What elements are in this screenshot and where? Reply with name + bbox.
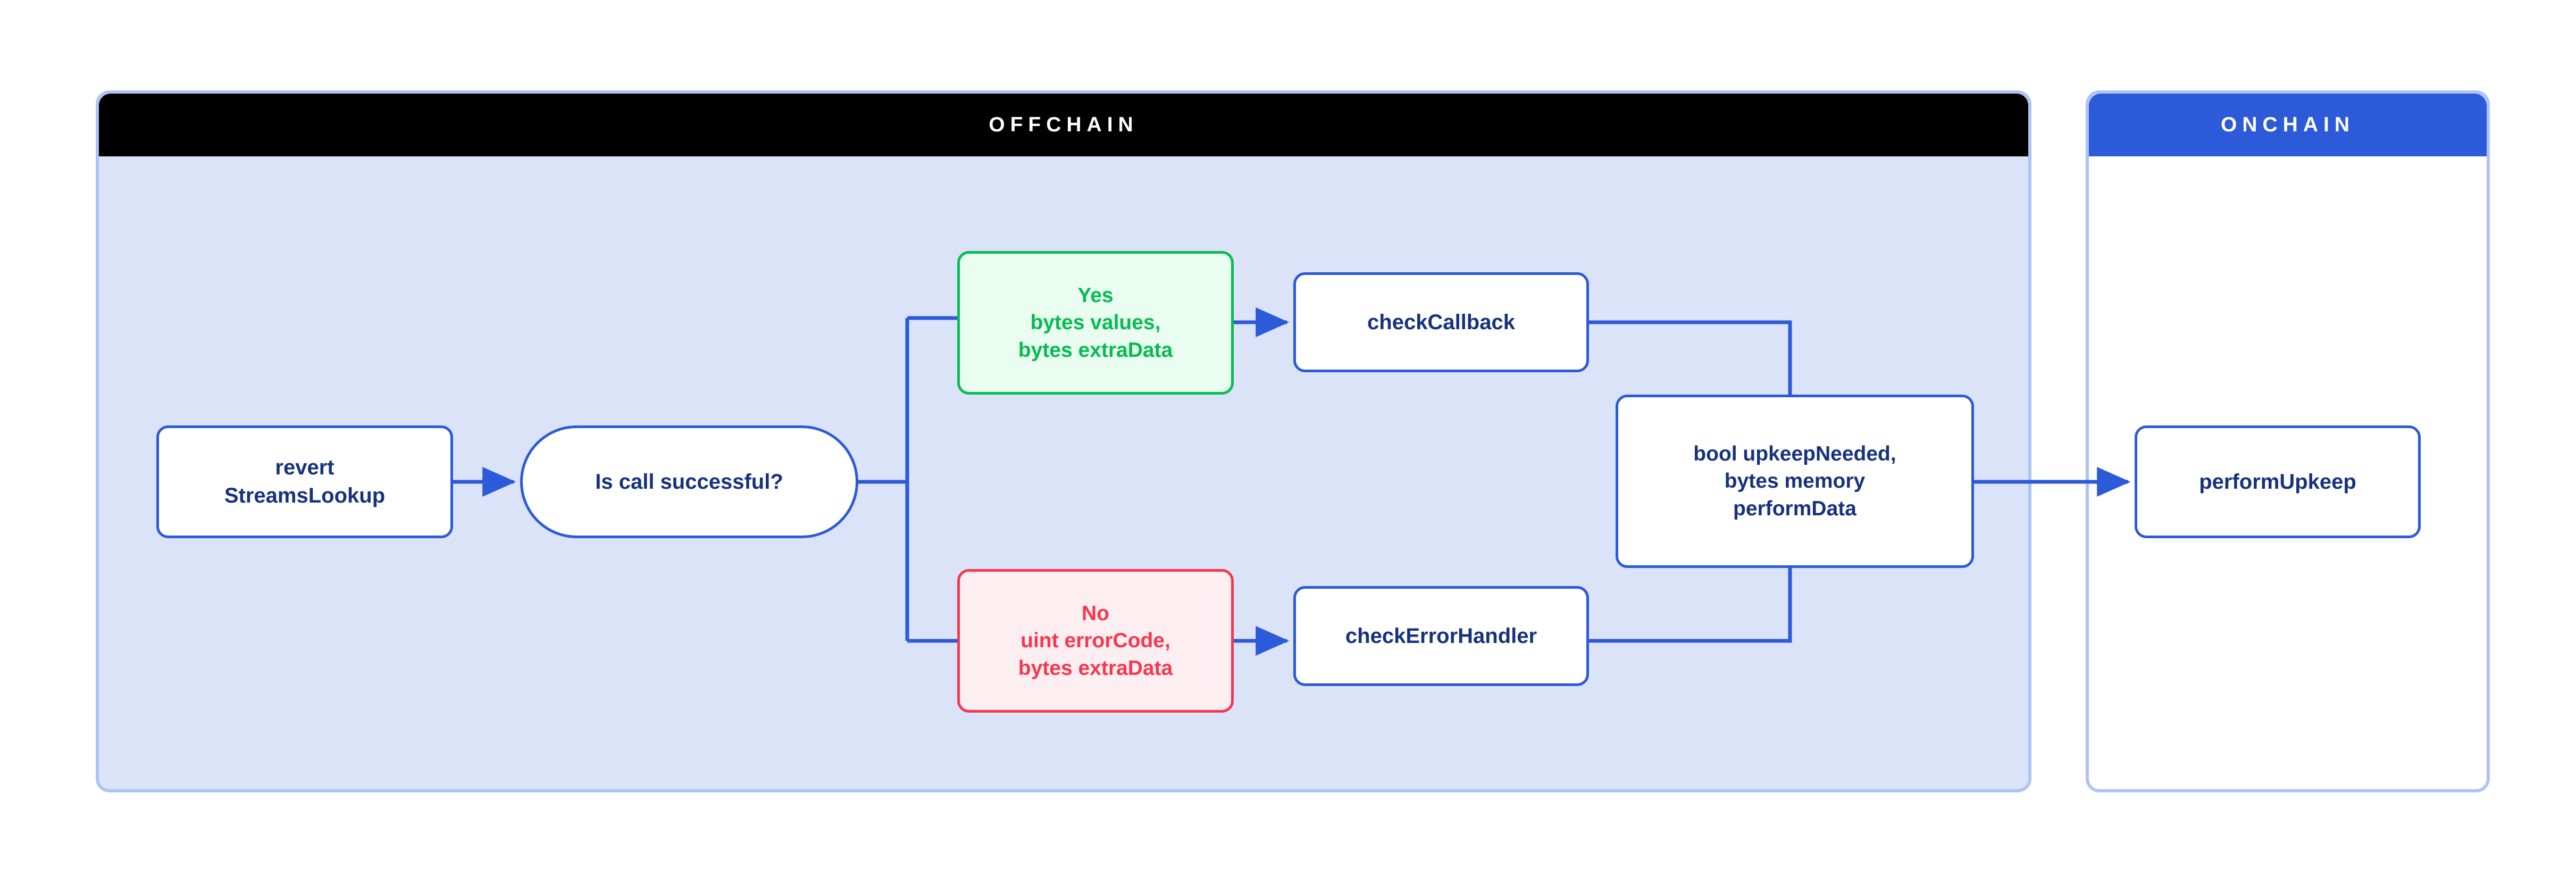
node-is-call-successful[interactable]: Is call successful?: [520, 425, 858, 538]
node-upkeep-needed-output[interactable]: bool upkeepNeeded, bytes memory performD…: [1616, 395, 1974, 568]
node-label: revert StreamsLookup: [224, 456, 386, 507]
node-check-error-handler[interactable]: checkErrorHandler: [1293, 586, 1589, 686]
onchain-panel-header: ONCHAIN: [2089, 94, 2487, 156]
node-check-callback[interactable]: checkCallback: [1293, 272, 1589, 372]
node-label: No uint errorCode, bytes extraData: [1018, 601, 1173, 680]
node-label: bool upkeepNeeded, bytes memory performD…: [1693, 442, 1896, 520]
node-revert-streamslookup[interactable]: revert StreamsLookup: [156, 425, 453, 538]
offchain-panel-header: OFFCHAIN: [99, 94, 2028, 156]
node-no-branch[interactable]: No uint errorCode, bytes extraData: [957, 569, 1234, 713]
node-label: performUpkeep: [2199, 470, 2356, 494]
node-label: checkErrorHandler: [1345, 624, 1537, 648]
node-label: Yes bytes values, bytes extraData: [1018, 283, 1173, 362]
node-label: Is call successful?: [595, 470, 783, 494]
node-perform-upkeep[interactable]: performUpkeep: [2135, 425, 2421, 538]
node-yes-branch[interactable]: Yes bytes values, bytes extraData: [957, 251, 1234, 395]
node-label: checkCallback: [1367, 310, 1515, 334]
